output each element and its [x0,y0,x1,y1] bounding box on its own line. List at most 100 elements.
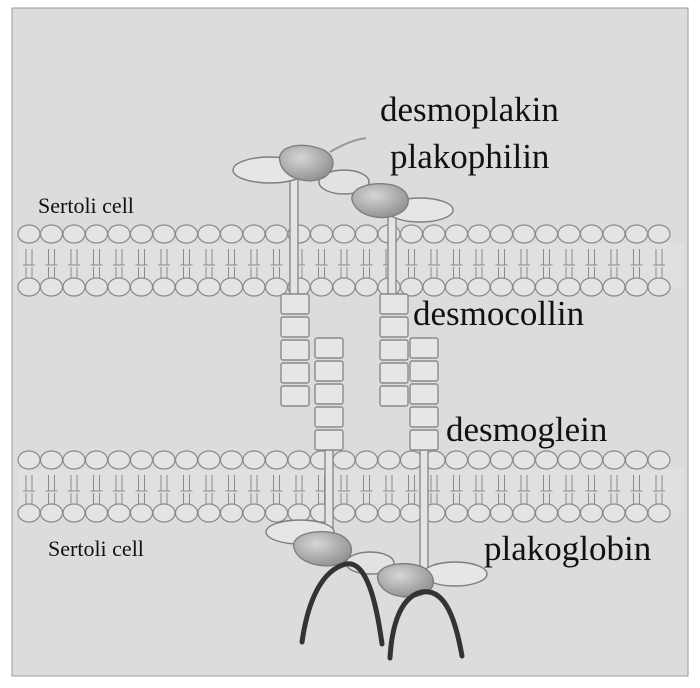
lower-membrane-lipid-head [489,503,514,523]
upper-membrane-lipid-tail [338,249,350,281]
upper-membrane-lipid-tail [653,249,665,281]
desmocollin-right-domain [379,362,409,384]
upper-membrane-lipid-head [579,224,604,244]
lower-membrane-lipid-head [174,450,199,470]
upper-membrane-lipid-tail [68,249,80,281]
lower-membrane-lipid-tail [338,475,350,507]
upper-membrane-lipid-head [17,277,41,297]
upper-membrane-lipid-head [399,224,424,244]
upper-membrane-lipid-tail [203,249,215,281]
upper-membrane-lipid-head [242,277,266,297]
desmocollin-left-domain [280,316,310,338]
desmoglein-right-domain [409,429,439,451]
desmocollin-right-domain [379,385,409,407]
lower-membrane-lipid-tail [23,475,35,507]
label-desmoglein: desmoglein [446,410,607,449]
lower-membrane-lipid-head [219,503,244,523]
upper-membrane-lipid-tail [473,249,485,281]
upper-membrane-lipid-tail [495,249,508,281]
lower-membrane-lipid-head [602,450,626,470]
upper-membrane-lipid-head [557,224,581,244]
lower-membrane-lipid-head [17,450,41,470]
upper-membrane-lipid-head [62,277,86,297]
lower-membrane-lipid-tail [608,475,620,507]
desmoglein-right-domain [409,337,439,359]
lower-membrane-lipid-head [84,450,109,470]
upper-membrane-lipid-tail [90,249,103,281]
lower-membrane-lipid-head [557,503,581,523]
lower-membrane-lipid-head [62,450,86,470]
upper-membrane-lipid-head [107,224,131,244]
upper-membrane-lipid-head [17,224,41,244]
upper-membrane-lipid-tail [180,249,193,281]
lower-membrane-lipid-head [377,450,401,470]
lower-membrane-lipid-tail [428,475,440,507]
upper-membrane-lipid-tail [315,249,328,281]
lower-membrane-lipid-head [332,503,356,523]
upper-membrane-lipid-head [264,224,289,244]
lower-membrane-lipid-tail [563,475,575,507]
label-plakophilin: plakophilin [390,137,549,176]
lower-membrane-lipid-tail [653,475,665,507]
upper-membrane-lipid-head [602,224,626,244]
lower-membrane-lipid-head [467,450,491,470]
desmoplakin-blob-left [279,144,334,182]
upper-membrane-lipid-head [197,277,221,297]
upper-membrane-lipid-head [129,224,154,244]
lower-membrane-lipid-head [129,503,154,523]
lower-plaque [265,519,488,598]
lower-membrane-lipid-tail [540,475,553,507]
lower-membrane-lipid-head [264,503,289,523]
lower-membrane-lipid-tail [203,475,215,507]
upper-membrane-lipid-head [309,224,334,244]
lower-membrane-lipid-head [39,503,64,523]
lower-membrane-lipid-head [557,450,581,470]
lower-membrane-lipid-head [107,503,131,523]
upper-membrane-lipid-head [332,224,356,244]
upper-membrane-lipid-tail [270,249,283,281]
lower-membrane-lipid-head [107,450,131,470]
desmoplakin-blob-bottom-right [377,562,434,598]
intermediate-filament-top [329,137,367,153]
lower-membrane-lipid-head [489,450,514,470]
upper-membrane-lipid-tail [608,249,620,281]
lower-membrane-lipid-head [579,450,604,470]
desmoglein-left-domain [314,406,344,428]
desmoglein-left-domain [314,383,344,405]
upper-membrane-lipid-head [62,224,86,244]
lower-membrane-lipid-head [197,450,221,470]
upper-membrane-lipid-head [219,224,244,244]
upper-membrane-lipid-tail [113,249,125,281]
lower-membrane-lipid-head [377,503,401,523]
lower-membrane-lipid-head [467,503,491,523]
lower-membrane-lipid-head [152,450,176,470]
upper-membrane-lipid-head [444,224,469,244]
lower-cell-membrane [17,450,684,523]
upper-membrane-lipid-head [197,224,221,244]
desmoglein-stalk-right [419,449,429,573]
desmoglein-right-domain [409,383,439,405]
upper-membrane-lipid-head [624,277,649,297]
keratin-filaments [299,561,465,661]
upper-membrane-lipid-tail [135,249,148,281]
lower-membrane-lipid-head [17,503,41,523]
desmoglein-right-domain [409,360,439,382]
cadherin-domain-stacks [280,293,439,451]
label-plakoglobin: plakoglobin [484,529,651,568]
lower-membrane-lipid-tail [68,475,80,507]
lower-membrane-lipid-head [579,503,604,523]
upper-membrane-lipid-head [219,277,244,297]
upper-membrane-lipid-head [332,277,356,297]
desmocollin-right-domain [379,339,409,361]
desmoplakin-blob-bottom-left [293,531,352,567]
lower-membrane-lipid-head [332,450,356,470]
lower-membrane-lipid-head [264,450,289,470]
lower-membrane-lipid-head [444,450,469,470]
lower-membrane-lipid-head [624,450,649,470]
label-desmocollin: desmocollin [413,294,584,333]
filament-arc-left [299,561,385,647]
upper-membrane-lipid-head [309,277,334,297]
upper-membrane-lipid-head [84,277,109,297]
upper-membrane-lipid-tail [360,249,373,281]
